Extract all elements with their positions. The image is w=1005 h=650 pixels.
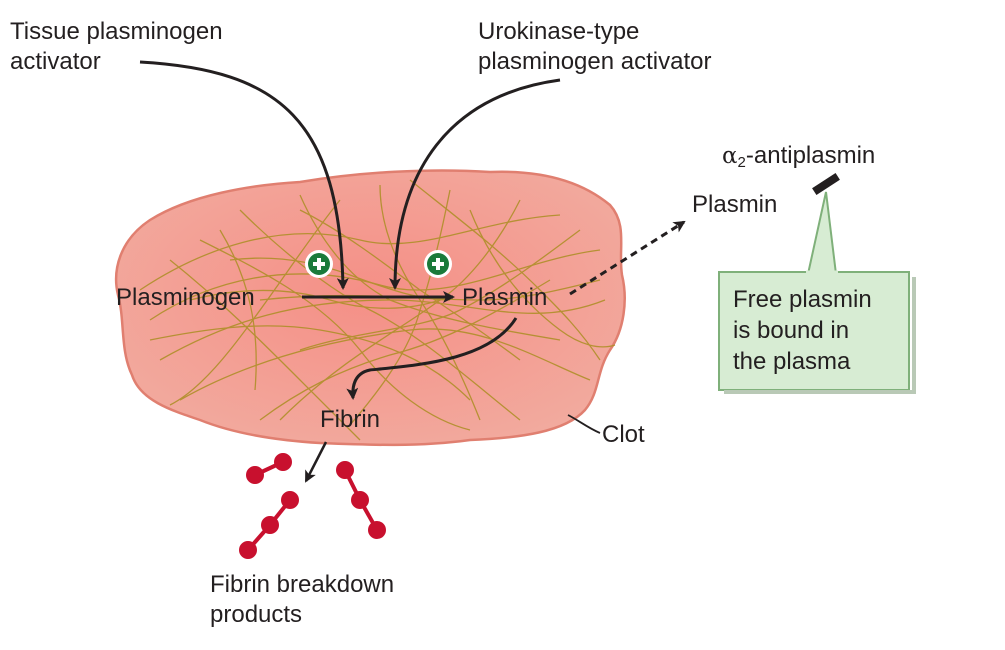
fibrin-strands (139, 179, 616, 441)
plus-badge-right (424, 250, 452, 278)
antiplasmin-subscript: 2 (737, 154, 746, 171)
callout-pointer (806, 191, 838, 275)
callout-box: Free plasmin is bound in the plasma (719, 272, 909, 390)
callout-line3: the plasma (733, 348, 851, 375)
plasminogen-label: Plasminogen (116, 284, 255, 311)
tpa-label-line1: Tissue plasminogen (10, 18, 223, 45)
upa-label-line1: Urokinase-type (478, 18, 640, 45)
plasmin-release-arrow (569, 220, 686, 296)
clot-label: Clot (602, 421, 645, 448)
fibrin-breakdown-products (239, 453, 386, 559)
callout-line1: Free plasmin (733, 286, 872, 313)
fibrin-breakdown-arrow (304, 441, 328, 483)
fibrin-label: Fibrin (320, 406, 381, 433)
free-plasmin-label: Plasmin (692, 191, 778, 218)
antiplasmin-text: -antiplasmin (745, 142, 876, 169)
plus-badge-left (305, 250, 333, 278)
tpa-label-line2: activator (10, 48, 101, 75)
callout-line2: is bound in (733, 317, 850, 344)
breakdown-label-line1: Fibrin breakdown (210, 571, 395, 598)
upa-arrow (389, 78, 561, 290)
clot-plasmin-label: Plasmin (462, 284, 548, 311)
tpa-arrow (139, 60, 349, 290)
plasmin-to-fibrin-arrow (346, 317, 518, 400)
antiplasmin-bar (812, 173, 840, 195)
breakdown-label-line2: products (210, 601, 303, 628)
clot-pointer-line (567, 414, 601, 434)
antiplasmin-label: α2-antiplasmin (722, 141, 875, 177)
upa-label-line2: plasminogen activator (478, 48, 712, 75)
alpha-symbol: α (722, 143, 738, 169)
